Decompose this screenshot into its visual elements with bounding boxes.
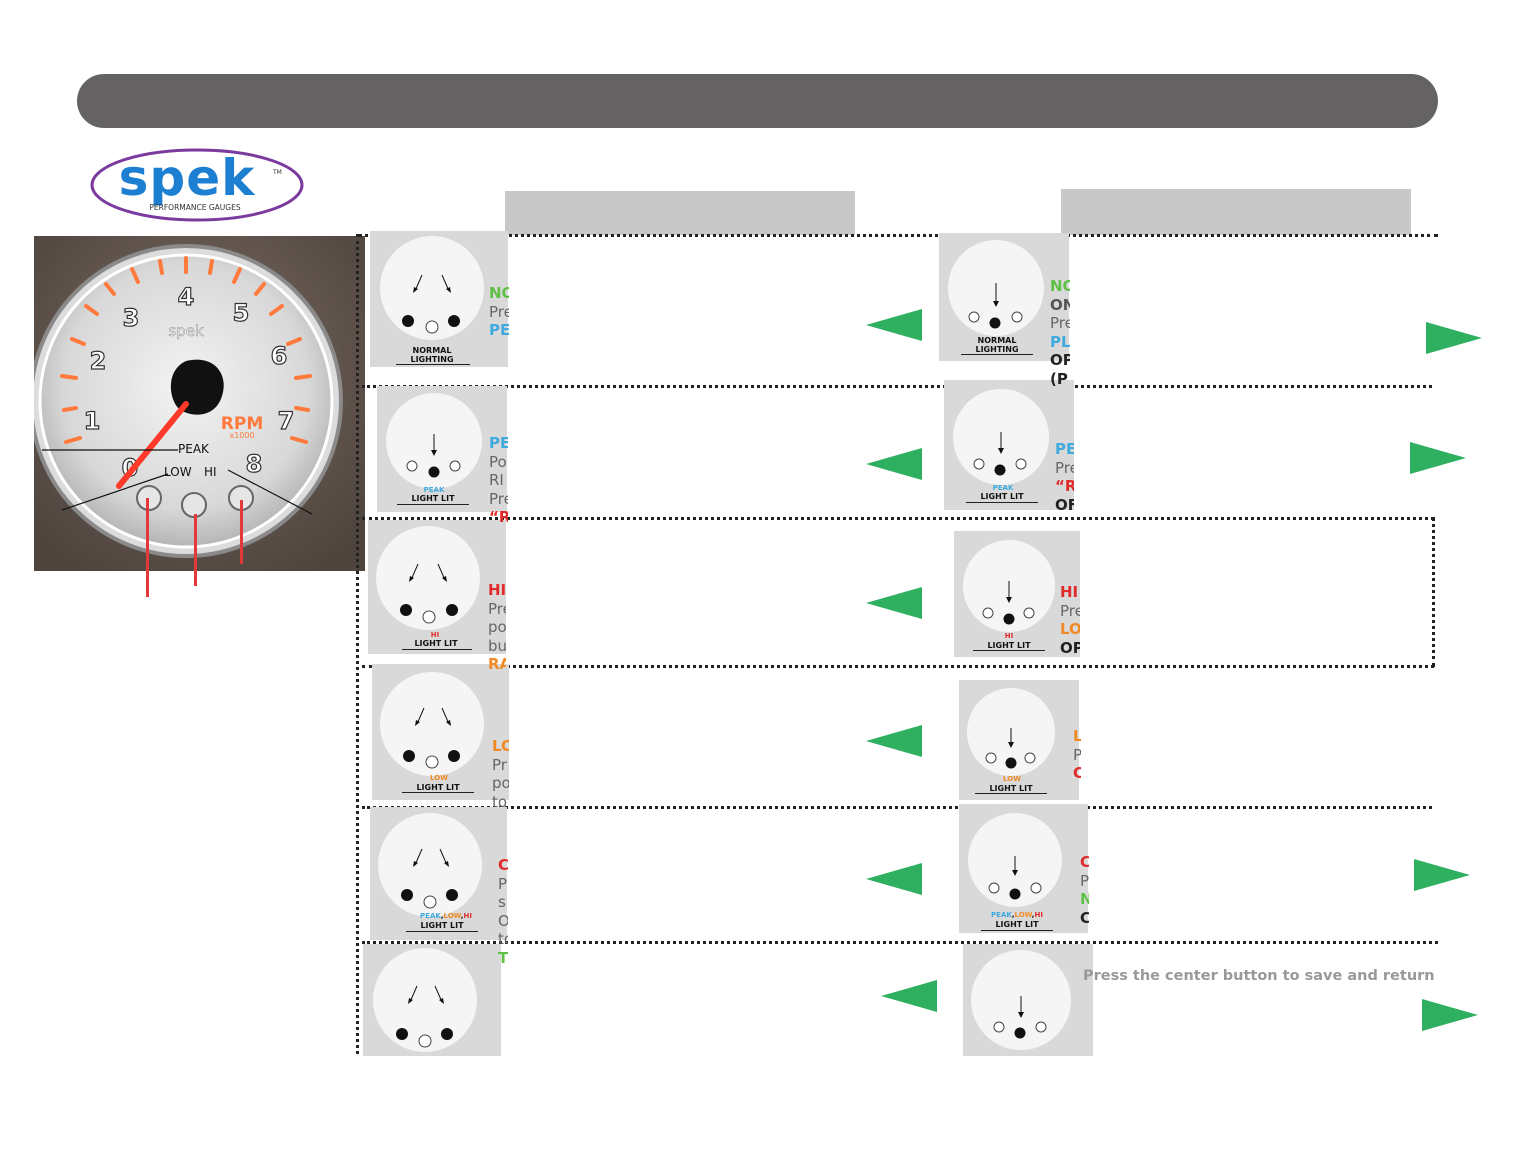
diagram-all-center-button: PEAK,LOW,HI LIGHT LIT (959, 804, 1088, 933)
diagram-all-two-buttons: PEAK,LOW,HI LIGHT LIT (370, 807, 507, 940)
tick-5: 5 (233, 299, 250, 327)
label-hi: HI (1004, 632, 1014, 640)
gauge-multiplier: x1000 (229, 431, 254, 440)
gauge-brand: spek (168, 322, 204, 340)
divider (362, 941, 1438, 944)
label-light-lit: LIGHT LIT (416, 783, 460, 792)
diagram-final-center-button (963, 944, 1093, 1056)
label-light-lit: LIGHT LIT (987, 641, 1031, 650)
divider (362, 665, 1434, 668)
label-light-lit: LIGHT LIT (980, 492, 1024, 501)
callout-center-button (194, 514, 197, 586)
label-peak-low-hi: PEAK,LOW,HI (991, 911, 1043, 919)
gauge-label-hi: HI (204, 465, 217, 479)
divider (362, 806, 1432, 809)
arrow-left-icon (866, 863, 922, 895)
divider-vertical (1432, 517, 1435, 667)
arrow-left-icon (866, 587, 922, 619)
needle (116, 401, 189, 489)
label-light-lit: LIGHT LIT (995, 920, 1039, 929)
diagram-peak-center-button: PEAK LIGHT LIT (944, 380, 1074, 510)
right-column-header (1061, 189, 1411, 235)
diagram-low-two-buttons: LOW LIGHT LIT (372, 664, 509, 800)
callout-right-button (240, 500, 243, 564)
label-light-lit: LIGHT LIT (420, 921, 464, 930)
label-low: LOW (1003, 775, 1021, 783)
right-row2-text: PEPre“ROF (1055, 440, 1074, 514)
left-row3-text: HIPrepobuRA (488, 581, 506, 673)
divider (358, 234, 1438, 237)
arrow-right-icon (1422, 999, 1478, 1031)
tick-6: 6 (271, 342, 288, 370)
gauge-label-peak: PEAK (178, 442, 209, 456)
diagram-final-two-buttons (363, 944, 501, 1056)
diagram-hi-two-buttons: HI LIGHT LIT (368, 520, 506, 654)
diagram-peak-center-button: PEAK LIGHT LIT (377, 386, 507, 512)
tachometer-gauge: 0 1 2 3 4 5 6 7 8 spek RPM x1000 PEAK LO… (29, 236, 365, 571)
arrow-right-icon (1410, 442, 1466, 474)
label-light-lit: LIGHT LIT (989, 784, 1033, 793)
left-column-header (505, 191, 855, 235)
label-peak: PEAK (992, 484, 1014, 492)
gauge-label-low: LOW (164, 465, 192, 479)
left-row5-text: CPsOtoT (498, 856, 508, 967)
diagram-hi-center-button: HI LIGHT LIT (954, 531, 1080, 657)
diagram-low-center-button: LOW LIGHT LIT (959, 680, 1079, 800)
left-row2-text: PEPoRIPre“R (489, 434, 508, 526)
label-light-lit: LIGHT LIT (411, 494, 455, 503)
title-bar (77, 74, 1438, 128)
arrow-left-icon (866, 309, 922, 341)
gauge-unit: RPM (221, 414, 263, 434)
needle-hub (170, 359, 224, 415)
arrow-left-icon (866, 725, 922, 757)
logo-tagline: PERFORMANCE GAUGES (149, 203, 240, 212)
save-return-note: Press the center button to save and retu… (1083, 968, 1435, 984)
arrow-right-icon (1426, 322, 1482, 354)
diagram-normal-two-buttons: NORMAL LIGHTING (370, 231, 508, 367)
arrow-right-icon (1414, 859, 1470, 891)
logo-tm: TM (272, 169, 282, 176)
label-light-lit: LIGHT LIT (414, 639, 458, 648)
arrow-left-icon (866, 448, 922, 480)
tick-2: 2 (90, 347, 107, 375)
tick-8: 8 (246, 450, 263, 478)
spek-logo: spek TM PERFORMANCE GAUGES (89, 148, 305, 222)
tick-7: 7 (278, 407, 295, 435)
label-peak: PEAK (423, 486, 445, 494)
arrow-left-icon (881, 980, 937, 1012)
divider (362, 517, 1434, 520)
callout-left-button (146, 498, 149, 597)
tick-3: 3 (123, 304, 140, 332)
label-hi: HI (430, 631, 440, 639)
logo-wordmark: spek (119, 149, 256, 207)
gauge-buttons (136, 485, 254, 518)
label-normal-lighting: NORMAL LIGHTING (410, 346, 454, 364)
leader-lines (42, 449, 313, 515)
label-normal-lighting: NORMAL LIGHTING (975, 336, 1019, 354)
divider (362, 385, 1432, 388)
divider-vertical (356, 234, 359, 1054)
label-low: LOW (430, 774, 448, 782)
tick-1: 1 (84, 407, 101, 435)
tick-4: 4 (178, 283, 195, 311)
label-peak-low-hi: PEAK,LOW,HI (420, 912, 472, 920)
diagram-normal-center-button: NORMAL LIGHTING (939, 233, 1069, 361)
